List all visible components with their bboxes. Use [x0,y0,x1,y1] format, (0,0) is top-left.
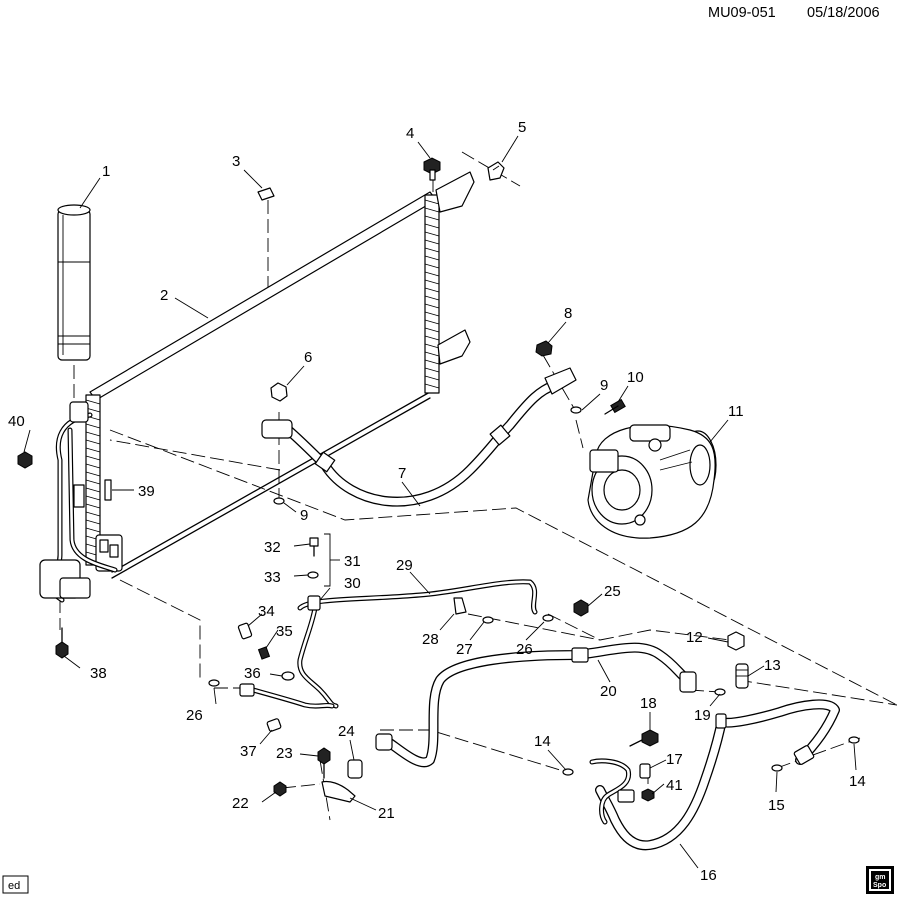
compressor [587,424,717,539]
valve-17 [639,763,651,779]
screw-32 [309,537,319,557]
svg-text:gm: gm [875,874,886,881]
clip-39 [104,479,112,501]
callout-16: 16 [700,867,717,884]
diagram-id: MU09-051 [708,5,776,21]
callout-7: 7 [398,465,406,482]
o-ring-15 [771,764,783,772]
fitting-13 [735,663,749,689]
line-37 [239,683,335,732]
o-ring-14-left [562,768,574,776]
callout-37: 37 [240,743,257,760]
o-ring-9-upper [570,406,582,414]
diagram-date: 05/18/2006 [807,5,880,21]
callout-34: 34 [258,603,275,620]
nut-25 [573,599,589,617]
nut-6 [270,382,288,402]
callout-15: 15 [768,797,785,814]
callout-25: 25 [604,583,621,600]
nut-40 [17,451,33,469]
suction-hose-7 [261,367,577,507]
bolt-18 [629,729,659,747]
svg-text:Spo: Spo [873,882,886,889]
callout-3: 3 [232,153,240,170]
callout-5: 5 [518,119,526,136]
callout-21: 21 [378,805,395,822]
o-ring-36 [281,671,295,681]
callout-33: 33 [264,569,281,586]
callout-11: 11 [728,403,744,420]
hose-20 [375,642,697,768]
o-ring-26-right [542,614,554,622]
cap-8 [535,340,553,357]
leader-lines [23,135,857,869]
hose-16 [589,699,840,851]
svg-text:ed: ed [8,880,20,892]
callout-28: 28 [422,631,439,648]
callout-12: 12 [686,629,703,646]
callout-32: 32 [264,539,281,556]
callout-22: 22 [232,795,249,812]
callout-17: 17 [666,751,683,768]
callout-9-upper: 9 [600,377,608,394]
callout-24: 24 [338,723,355,740]
bracket-28 [453,597,467,615]
bolt-22 [273,781,287,797]
fitting-12 [727,631,745,651]
tube-29 [297,579,538,615]
callout-41: 41 [666,777,683,794]
washer-33 [307,571,319,579]
o-ring-27 [482,616,494,624]
o-ring-26-left [208,679,220,687]
callout-19: 19 [694,707,711,724]
callout-29: 29 [396,557,413,574]
bracket-21 [321,780,356,803]
callout-26-right: 26 [516,641,533,658]
tube-30 [297,595,339,709]
callout-31: 31 [344,553,361,570]
fitting-35 [257,646,271,660]
callout-39: 39 [138,483,155,500]
condenser [85,171,475,579]
corner-tag: ed [2,875,29,894]
o-ring-9-lower [273,497,285,505]
nut-5 [487,161,505,181]
condenser-left-tubes [39,401,118,603]
receiver-dryer [57,204,91,361]
callout-35: 35 [276,623,293,640]
cap-41 [641,788,655,802]
stud-10 [604,398,626,415]
callout-numbers: 1 2 3 4 5 6 7 8 9 9 10 11 12 13 14 14 15… [8,119,866,884]
callout-26-left: 26 [186,707,203,724]
gm-spo-logo: gm Spo [866,866,894,894]
callout-20: 20 [600,683,617,700]
callout-40: 40 [8,413,25,430]
callout-6: 6 [304,349,312,366]
callout-8: 8 [564,305,572,322]
o-ring-14-right [848,736,860,744]
callout-36: 36 [244,665,261,682]
callout-30: 30 [344,575,361,592]
callout-14-left: 14 [534,733,551,750]
o-ring-19 [714,688,726,696]
callout-9-lower: 9 [300,507,308,524]
bolt-38 [55,627,69,659]
bolt-23 [317,747,331,779]
callout-13: 13 [764,657,781,674]
callout-2: 2 [160,287,168,304]
callout-1: 1 [102,163,110,180]
fitting-34 [237,622,253,640]
callout-27: 27 [456,641,473,658]
bolt-4 [423,157,441,181]
callout-14-right: 14 [849,773,866,790]
callout-4: 4 [406,125,414,142]
callout-38: 38 [90,665,107,682]
clip-24 [347,759,363,779]
label-tag [257,187,275,201]
callout-10: 10 [627,369,644,386]
callout-23: 23 [276,745,293,762]
callout-18: 18 [640,695,657,712]
